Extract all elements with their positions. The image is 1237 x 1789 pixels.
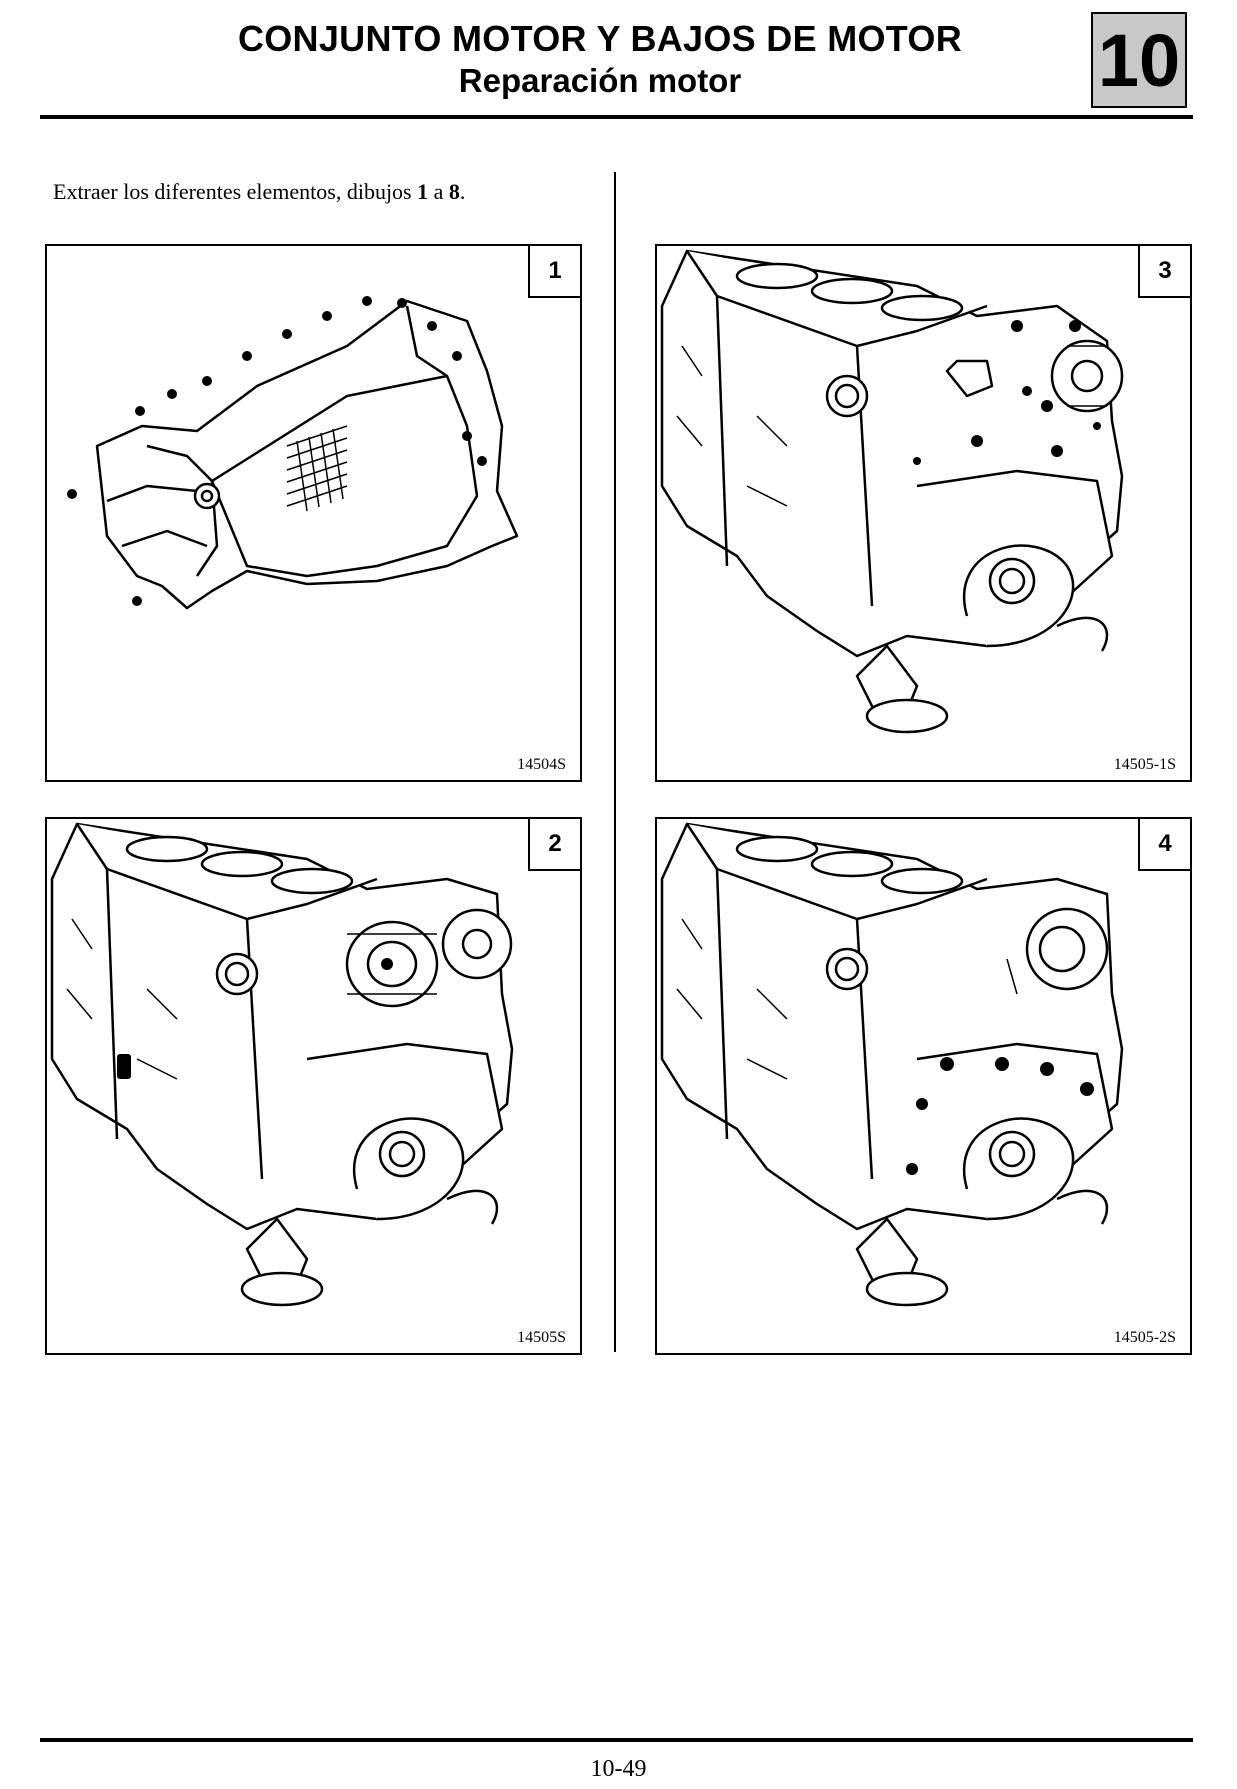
figure-reference-code: 14505-2S bbox=[1113, 1329, 1176, 1346]
document-title: CONJUNTO MOTOR Y BAJOS DE MOTOR bbox=[237, 18, 963, 59]
figure-reference-code: 14504S bbox=[517, 756, 566, 773]
chapter-number-badge: 10 bbox=[1091, 12, 1187, 108]
figure-reference-code: 14505-1S bbox=[1113, 756, 1176, 773]
figure-reference-code: 14505S bbox=[517, 1329, 566, 1346]
document-subtitle: Reparación motor bbox=[458, 62, 742, 99]
page-number: 10-49 bbox=[590, 1756, 647, 1782]
figure-number-label: 1 bbox=[528, 246, 580, 298]
instruction-text: Extraer los diferentes elementos, dibujo… bbox=[53, 179, 465, 205]
figure-number-label: 4 bbox=[1138, 819, 1190, 871]
header-rule bbox=[40, 115, 1193, 119]
figure-3: 3 14505-1S bbox=[655, 244, 1192, 782]
engine-block-timing-gear-drawing bbox=[660, 249, 1124, 734]
footer-rule bbox=[40, 1738, 1193, 1742]
instruction-first-figure: 1 bbox=[417, 179, 429, 204]
instruction-suffix: . bbox=[459, 179, 466, 204]
figure-number-label: 2 bbox=[528, 819, 580, 871]
figure-2: 2 14505S bbox=[45, 817, 582, 1355]
instruction-middle: a bbox=[428, 179, 449, 204]
engine-block-tensioner-drawing bbox=[50, 822, 514, 1307]
figure-1: 1 14504S bbox=[45, 244, 582, 782]
instruction-prefix: Extraer los diferentes elementos, dibujo… bbox=[53, 179, 418, 204]
engine-block-stripped-drawing bbox=[660, 822, 1124, 1307]
column-divider bbox=[614, 172, 616, 1352]
instruction-last-figure: 8 bbox=[448, 179, 460, 204]
figure-number-label: 3 bbox=[1138, 246, 1190, 298]
oil-pan-drawing bbox=[67, 296, 519, 610]
figure-4: 4 14505-2S bbox=[655, 817, 1192, 1355]
